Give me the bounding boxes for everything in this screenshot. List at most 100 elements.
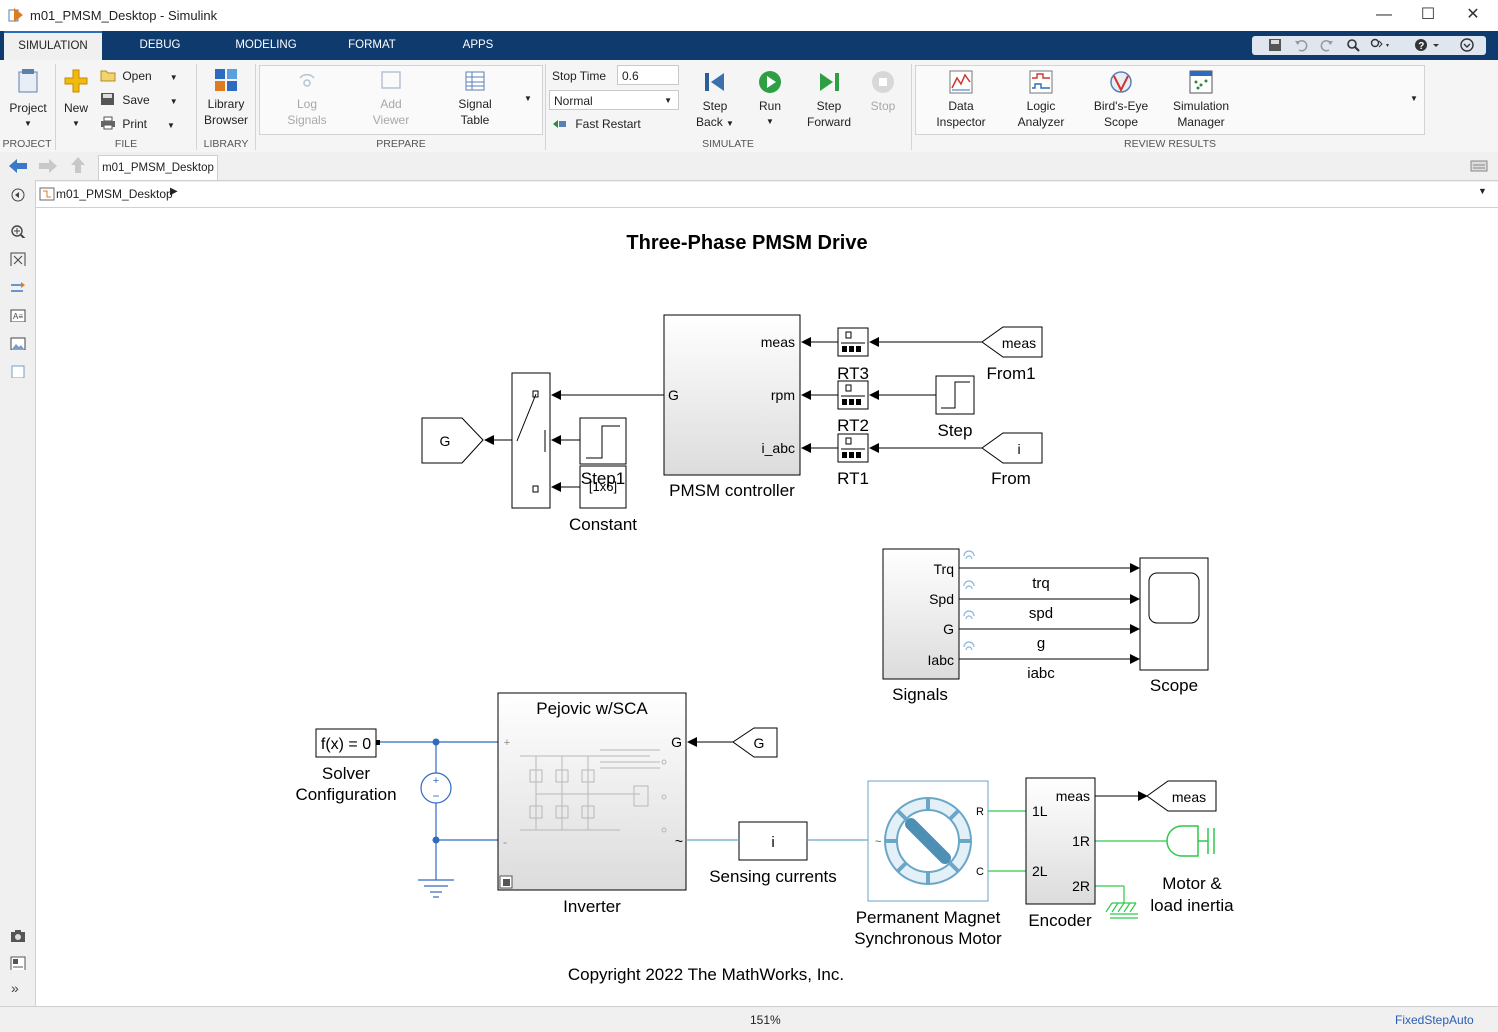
- group-label-simulate: SIMULATE: [702, 138, 754, 150]
- area-icon[interactable]: [10, 364, 26, 378]
- from-i-block[interactable]: i: [981, 432, 1043, 464]
- title-bar: m01_PMSM_Desktop - Simulink — ☐ ✕: [0, 0, 1498, 32]
- step1-block[interactable]: [579, 417, 627, 465]
- svg-text:meas: meas: [1002, 335, 1036, 351]
- prepare-gallery-expand-icon[interactable]: ▼: [524, 94, 532, 103]
- tab-format[interactable]: FORMAT: [348, 39, 396, 51]
- solver-configuration-block[interactable]: f(x) = 0: [315, 728, 380, 758]
- from-g-block[interactable]: G: [732, 727, 778, 758]
- minimize-button[interactable]: —: [1376, 6, 1392, 23]
- pmsm-motor-block[interactable]: ~ R C: [867, 780, 989, 902]
- image-icon[interactable]: [10, 336, 26, 350]
- data-inspector-button[interactable]: Data Inspector: [930, 70, 992, 130]
- rt3-block[interactable]: [837, 327, 869, 357]
- new-button[interactable]: New ▼: [58, 68, 94, 132]
- inertia-label-line2: load inertia: [1150, 896, 1234, 915]
- svg-text:meas: meas: [1056, 788, 1090, 804]
- fast-restart-icon: [553, 120, 566, 128]
- run-button[interactable]: Run ▼: [748, 70, 792, 130]
- step-forward-button[interactable]: Step Forward: [802, 70, 856, 130]
- rt2-label: RT2: [837, 416, 869, 435]
- save-button[interactable]: Save▼: [100, 92, 180, 107]
- svg-text:meas: meas: [761, 334, 795, 350]
- expand-strip-icon[interactable]: »: [11, 980, 19, 996]
- dc-voltage-source[interactable]: + −: [420, 772, 452, 804]
- review-gallery-expand-icon[interactable]: ▼: [1410, 94, 1418, 103]
- rt2-block[interactable]: [837, 380, 869, 410]
- collapse-ribbon-icon[interactable]: [1460, 38, 1474, 52]
- signal-table-button[interactable]: Signal Table: [448, 70, 502, 128]
- electrical-network[interactable]: [380, 741, 498, 898]
- library-browser-button[interactable]: Library Browser: [200, 68, 252, 128]
- separator: [55, 64, 56, 150]
- birds-eye-scope-button[interactable]: Bird's-Eye Scope: [1088, 70, 1154, 130]
- save-icon[interactable]: [1268, 38, 1282, 52]
- forward-arrow-icon[interactable]: [38, 158, 58, 174]
- svg-text:1L: 1L: [1032, 803, 1048, 819]
- zoom-level: 151%: [750, 1013, 781, 1027]
- simulation-mode-select[interactable]: Normal ▼: [549, 90, 679, 110]
- sensing-currents-block[interactable]: i: [738, 821, 808, 861]
- keyboard-icon[interactable]: [1470, 160, 1488, 172]
- tab-modeling[interactable]: MODELING: [235, 39, 297, 51]
- maximize-button[interactable]: ☐: [1420, 6, 1436, 23]
- redo-icon[interactable]: [1320, 38, 1334, 52]
- close-button[interactable]: ✕: [1466, 6, 1480, 23]
- log-signals-button[interactable]: Log Signals: [280, 70, 334, 128]
- print-button[interactable]: Print▼: [100, 116, 180, 131]
- back-arrow-icon[interactable]: [8, 158, 28, 174]
- stop-button[interactable]: Stop: [864, 70, 902, 114]
- tab-simulation[interactable]: SIMULATION: [4, 31, 102, 62]
- breadcrumb-chevron-icon[interactable]: ▶: [170, 186, 178, 197]
- fit-to-view-icon[interactable]: [10, 252, 26, 266]
- screenshot-camera-icon[interactable]: [10, 928, 26, 942]
- pmsm-controller-block[interactable]: G meas rpm i_abc: [663, 314, 801, 476]
- up-arrow-icon[interactable]: [70, 156, 86, 174]
- from1-meas-block[interactable]: meas: [981, 326, 1043, 358]
- help-icon[interactable]: ?: [1414, 38, 1442, 52]
- encoder-block[interactable]: 1L 2L meas 1R 2R: [1025, 777, 1096, 905]
- mechanical-connections[interactable]: [988, 810, 1170, 903]
- scope-block[interactable]: [1139, 557, 1209, 671]
- multiport-switch-block[interactable]: [511, 372, 551, 509]
- solver-link[interactable]: FixedStepAuto: [1395, 1013, 1474, 1027]
- svg-text:Spd: Spd: [929, 591, 954, 607]
- logic-analyzer-button[interactable]: Logic Analyzer: [1010, 70, 1072, 130]
- constant-block[interactable]: [1x6]: [579, 465, 627, 509]
- svg-text:-: -: [503, 835, 507, 849]
- step-back-button[interactable]: Step Back ▼: [690, 70, 740, 132]
- rt1-block[interactable]: [837, 433, 869, 463]
- fast-restart-toggle[interactable]: Fast Restart: [552, 117, 641, 131]
- new-plus-icon: [64, 69, 88, 93]
- group-label-project: PROJECT: [2, 138, 52, 150]
- annotation-icon[interactable]: A≡: [10, 308, 26, 322]
- open-button[interactable]: Open▼: [100, 68, 180, 83]
- property-inspector-icon[interactable]: [10, 956, 26, 970]
- tab-apps[interactable]: APPS: [462, 39, 494, 51]
- signals-block[interactable]: Trq Spd G Iabc: [882, 548, 960, 680]
- simulation-manager-button[interactable]: Simulation Manager: [1168, 70, 1234, 130]
- undo-icon[interactable]: [1294, 38, 1308, 52]
- zoom-in-icon[interactable]: [10, 224, 26, 238]
- goto-meas-block[interactable]: meas: [1146, 780, 1217, 812]
- tab-debug[interactable]: DEBUG: [139, 39, 181, 51]
- svg-text:R: R: [976, 806, 984, 818]
- chevron-down-icon: ▼: [664, 96, 672, 105]
- hide-browser-icon[interactable]: [10, 188, 26, 202]
- inertia-block[interactable]: [1166, 825, 1215, 857]
- breadcrumb-model[interactable]: m01_PMSM_Desktop: [56, 187, 173, 201]
- add-viewer-button[interactable]: Add Viewer: [364, 70, 418, 128]
- signal-line-icon[interactable]: [10, 280, 26, 294]
- model-doc-tab[interactable]: m01_PMSM_Desktop: [98, 155, 218, 180]
- step-block[interactable]: [935, 375, 975, 415]
- model-canvas[interactable]: Three-Phase PMSM Drive G [1x6] Step1 Con…: [36, 208, 1498, 1006]
- goto-g-block[interactable]: G: [421, 417, 484, 464]
- breadcrumb-dropdown-icon[interactable]: ▼: [1478, 186, 1487, 196]
- project-button[interactable]: Project ▼: [6, 68, 50, 132]
- inverter-block[interactable]: Pejovic w/SCA + - G ~: [497, 692, 687, 891]
- stop-time-input[interactable]: 0.6: [617, 65, 679, 85]
- search-icon[interactable]: [1346, 38, 1360, 52]
- find-icon[interactable]: [1370, 38, 1392, 52]
- data-inspector-icon: [949, 70, 973, 94]
- solver-label-line2: Configuration: [295, 785, 396, 804]
